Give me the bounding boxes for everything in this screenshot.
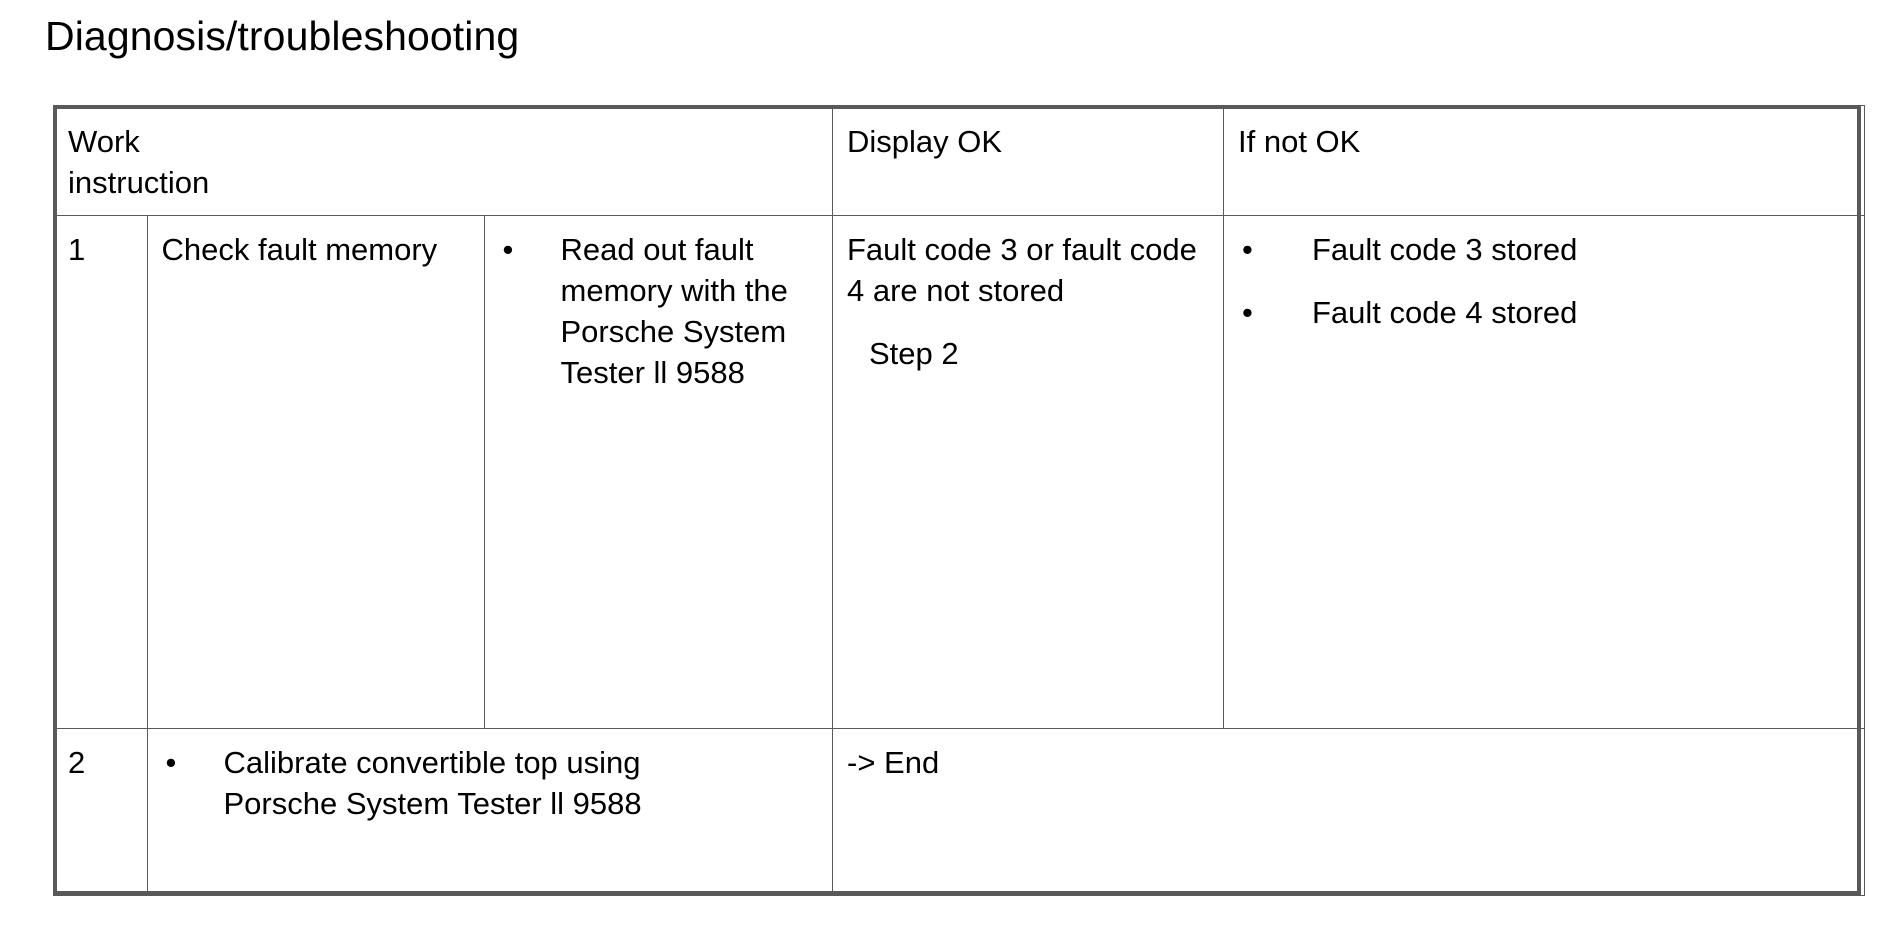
list-item: • Read out fault memory with the Porsche… [499, 230, 821, 394]
row2-task-bullet-text: Calibrate convertible top using Porsche … [223, 745, 642, 821]
row1-if-not-ok-cell: • Fault code 3 stored • Fault code 4 sto… [1223, 215, 1865, 729]
bullet-icon: • [1242, 232, 1253, 267]
table-row: 2 • Calibrate convertible top using Pors… [53, 728, 1865, 896]
row2-step-number-cell: 2 [53, 728, 148, 896]
row1-detail-list: • Read out fault memory with the Porsche… [485, 216, 833, 404]
bullet-icon: • [502, 232, 514, 267]
header-label-display-ok: Display OK [847, 124, 1003, 159]
list-item: • Fault code 4 stored [1238, 293, 1852, 334]
row1-step-number-cell: 1 [53, 215, 148, 729]
table-header-row: Work instruction Display OK If not OK [53, 105, 1865, 216]
bullet-icon: • [165, 745, 177, 780]
header-cell-if-not-ok: If not OK [1223, 105, 1865, 216]
row1-if-not-ok-bullet-text-1: Fault code 3 stored [1312, 232, 1578, 267]
page-title: Diagnosis/troubleshooting [45, 13, 520, 59]
row1-step-number: 1 [68, 232, 86, 267]
list-item: • Fault code 3 stored [1238, 230, 1852, 271]
header-cell-display-ok: Display OK [832, 105, 1224, 216]
header-label-if-not-ok: If not OK [1238, 124, 1361, 159]
row1-display-ok-cell: Fault code 3 or fault code 4 are not sto… [832, 215, 1224, 729]
row1-task-cell: Check fault memory [146, 215, 485, 729]
row1-detail-bullet-text: Read out fault memory with the Porsche S… [560, 232, 788, 390]
header-label-work-instruction: Work instruction [68, 124, 210, 200]
row1-task-text: Check fault memory [161, 232, 438, 267]
row1-if-not-ok-list: • Fault code 3 stored • Fault code 4 sto… [1224, 216, 1864, 344]
header-cell-work-instruction-c [484, 105, 833, 216]
table-row: 1 Check fault memory • Read out fault me… [53, 215, 1865, 729]
row2-display-ok-text: -> End [847, 745, 940, 780]
row2-task-cell: • Calibrate convertible top using Porsch… [146, 728, 833, 896]
diagnosis-table-wrapper: Work instruction Display OK If not OK 1 [53, 105, 1865, 896]
row1-display-ok-text: Fault code 3 or fault code 4 are not sto… [847, 232, 1197, 308]
row1-detail-cell: • Read out fault memory with the Porsche… [483, 215, 833, 729]
bullet-icon: • [1242, 294, 1253, 330]
list-item: • Calibrate convertible top using Porsch… [162, 743, 821, 825]
row2-step-number: 2 [68, 745, 86, 780]
row1-display-ok-content: Fault code 3 or fault code 4 are not sto… [833, 216, 1223, 385]
row1-display-ok-step: Step 2 [869, 335, 959, 371]
header-cell-work-instruction-a: Work instruction [53, 105, 210, 216]
row2-display-ok-cell: -> End [832, 728, 1865, 896]
row1-if-not-ok-bullet-text-2: Fault code 4 stored [1312, 294, 1578, 330]
diagnosis-table: Work instruction Display OK If not OK 1 [53, 105, 1865, 896]
header-cell-work-instruction-b [147, 105, 484, 216]
row2-task-list: • Calibrate convertible top using Porsch… [148, 729, 833, 835]
